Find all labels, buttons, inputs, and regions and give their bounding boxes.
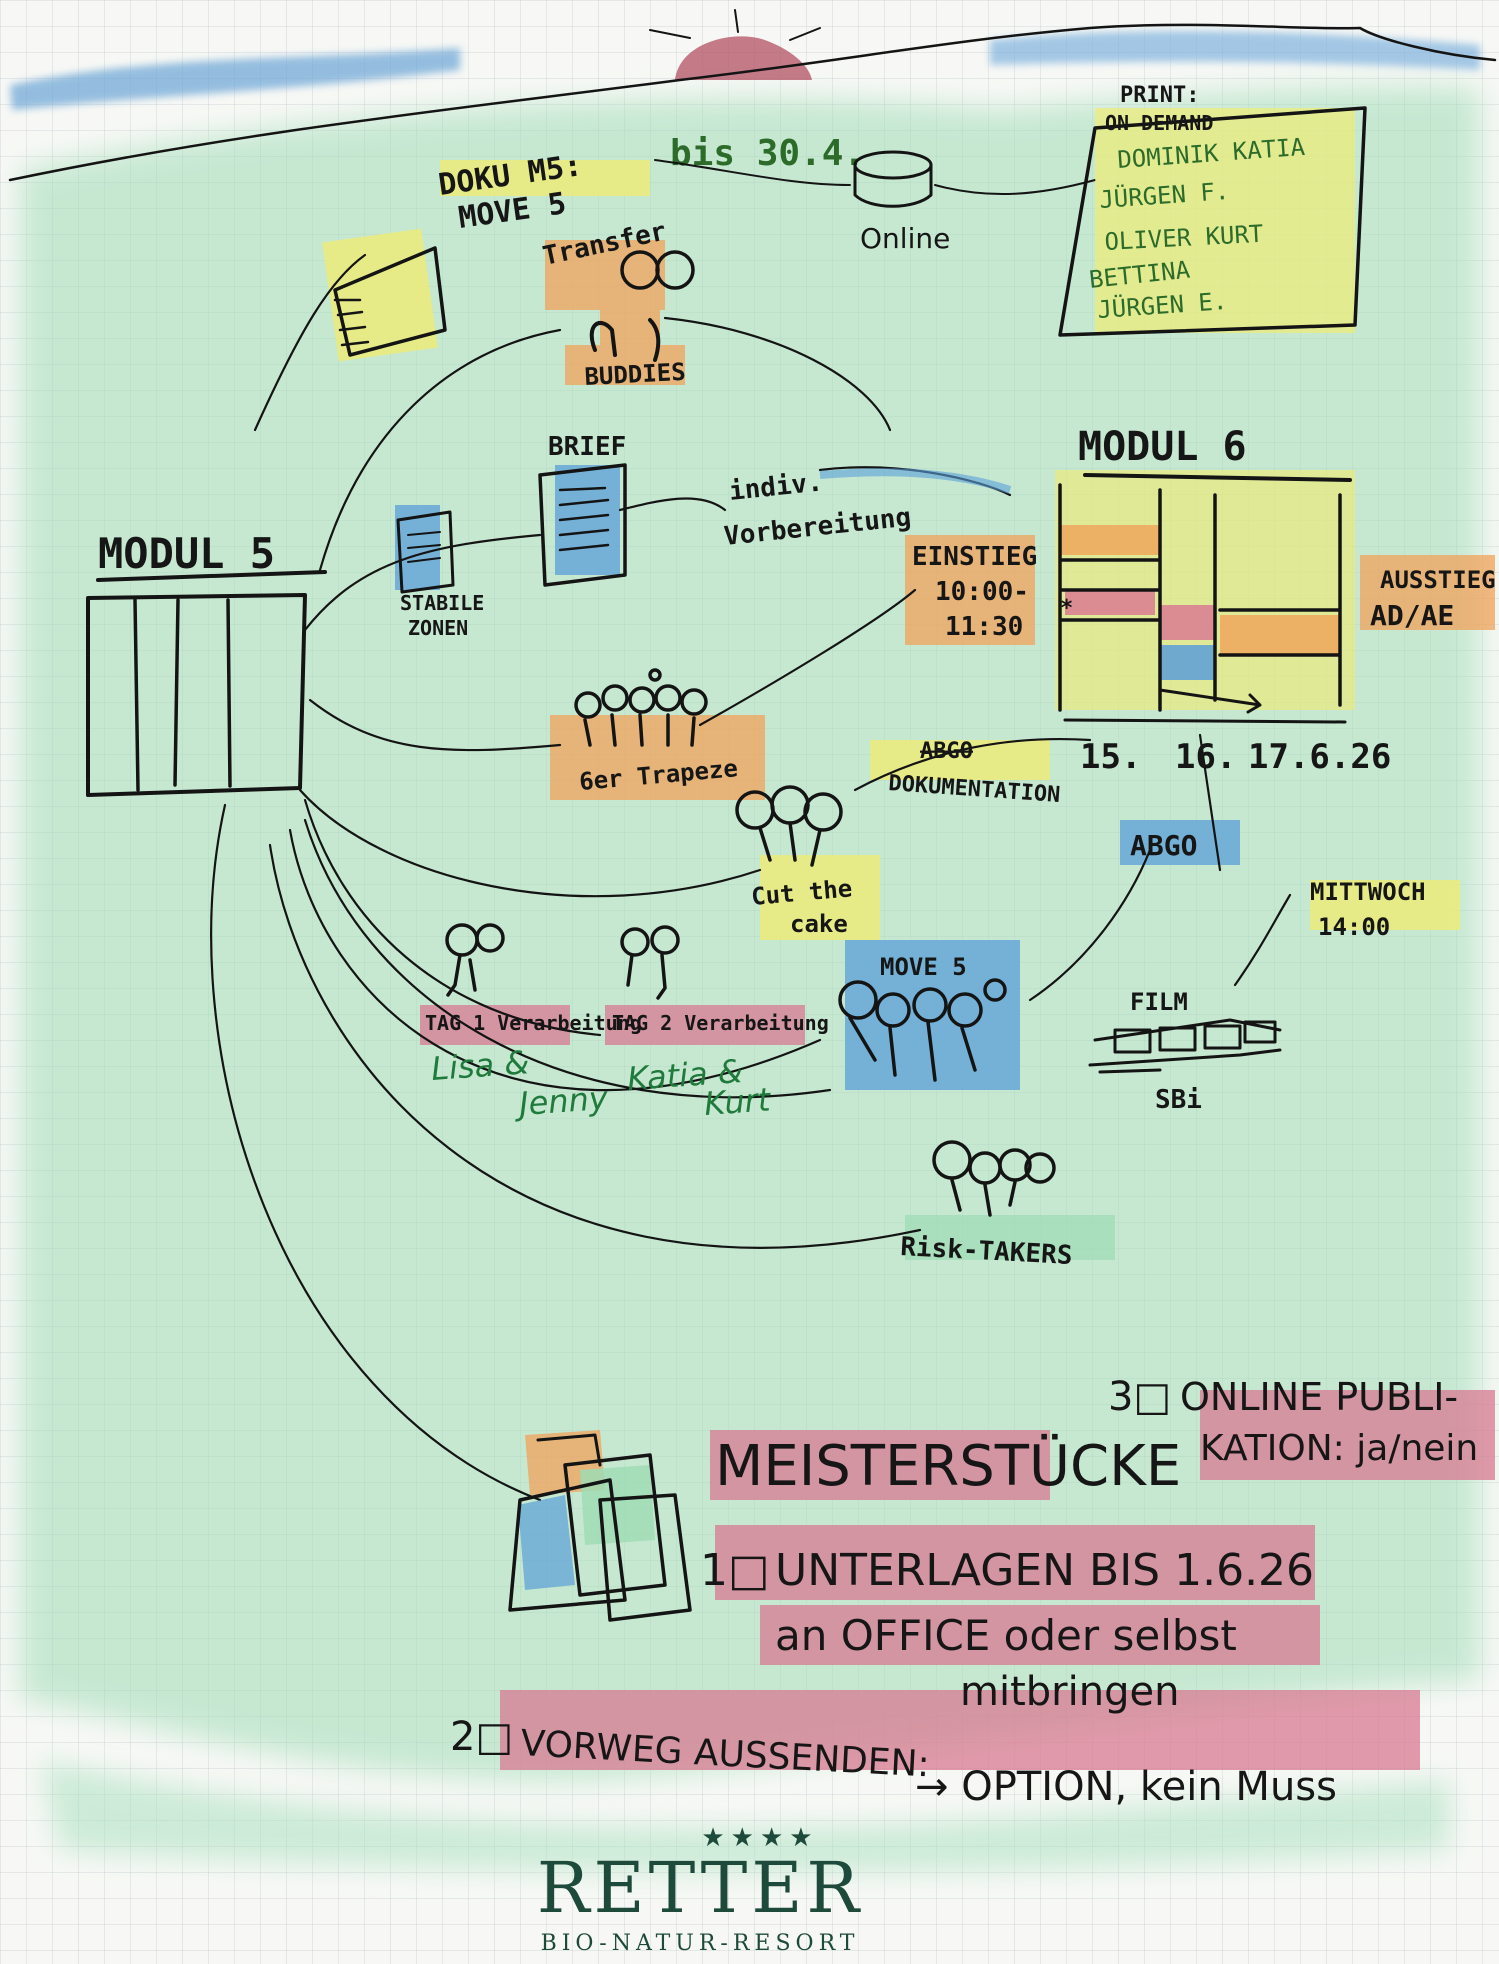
horizon-line — [8, 23, 1497, 182]
brief-node: BRIEF — [538, 432, 627, 587]
stabile-label: STABILE — [400, 591, 484, 615]
date-15: 15. — [1080, 737, 1141, 777]
einstieg-node: EINSTIEG 10:00- 11:30 — [912, 542, 1037, 642]
item1-number: 1□ — [700, 1545, 770, 1596]
print-subtitle: ON DEMAND — [1105, 111, 1213, 135]
logo-stars: ★★★★ — [701, 1823, 818, 1853]
abgo-struck-label: ABGO — [920, 739, 973, 764]
modul6-star: * — [1060, 596, 1073, 621]
item3-text-b: KATION: ja/nein — [1200, 1428, 1478, 1469]
meisterstuecke-title: MEISTERSTÜCKE — [715, 1434, 1181, 1499]
tag1-label: TAG 1 Verarbeitung — [425, 1011, 642, 1035]
document-top-icon — [333, 246, 447, 357]
online-label: Online — [860, 222, 950, 255]
item2-text-b: → OPTION, kein Muss — [915, 1764, 1337, 1810]
abgo-node: ABGO — [1130, 829, 1197, 862]
tag2-names-1: Katia & — [626, 1052, 744, 1098]
meisterstuecke-documents-icon — [508, 1430, 692, 1622]
item3-text-a: ONLINE PUBLI- — [1180, 1375, 1458, 1419]
meisterstuecke-section: MEISTERSTÜCKE 1□ UNTERLAGEN BIS 1.6.26 a… — [450, 1374, 1478, 1810]
item3-number: 3□ — [1108, 1374, 1171, 1420]
tag1-names-2: Jenny — [512, 1079, 610, 1124]
sky-wash — [10, 30, 1480, 110]
date-17: 17.6.26 — [1248, 737, 1391, 777]
abgo-label: ABGO — [1130, 829, 1197, 862]
print-title: PRINT: — [1120, 83, 1199, 108]
cut-the-cake-people-icon — [735, 785, 843, 867]
einstieg-time-1: 10:00- — [935, 577, 1029, 607]
item1-text-b: an OFFICE oder selbst — [775, 1611, 1237, 1660]
connector-brief-modul6 — [819, 468, 1012, 494]
tag1-people-icon — [445, 923, 505, 997]
tag1-names-1: Lisa & — [430, 1043, 531, 1088]
modul5-title: MODUL 5 — [98, 529, 275, 578]
modul6-block: MODUL 6 * 15. 16. 17.6.26 — [1058, 424, 1391, 777]
film-strip-icon — [1088, 1018, 1282, 1074]
people-group-icon — [574, 668, 708, 747]
connector-arcs — [210, 253, 1292, 1502]
buddies-node: BUDDIES — [584, 318, 686, 391]
move5-node: MOVE 5 — [838, 953, 1007, 1082]
retter-logo: ★★★★ RETTER BIO-NATUR-RESORT — [537, 1823, 863, 1956]
green-wash — [20, 86, 1480, 1873]
sbi-label: SBi — [1155, 1085, 1202, 1115]
tag2-names-2: Kurt — [703, 1080, 773, 1123]
zonen-label: ZONEN — [408, 616, 468, 640]
online-node: Online — [853, 150, 950, 255]
highlights — [322, 160, 1495, 1770]
sun-icon — [649, 9, 821, 80]
buddies-figures-icon — [589, 318, 661, 362]
deadline-label: bis 30.4. — [670, 133, 865, 174]
move5-people-icon — [838, 978, 1007, 1082]
ausstieg-code: AD/AE — [1370, 599, 1454, 632]
film-node: FILM SBi — [1088, 988, 1282, 1115]
logo-tagline: BIO-NATUR-RESORT — [541, 1931, 860, 1956]
ausstieg-node: AUSSTIEG AD/AE — [1370, 566, 1496, 632]
tag2-label: TAG 2 Verarbeitung — [612, 1011, 829, 1035]
buddies-label: BUDDIES — [584, 358, 686, 391]
tag2-people-icon — [620, 925, 680, 1000]
stabile-zonen-node: STABILE ZONEN — [396, 510, 484, 640]
item1-text-a: UNTERLAGEN BIS 1.6.26 — [775, 1545, 1314, 1596]
einstieg-label: EINSTIEG — [912, 542, 1037, 572]
modul5-block: MODUL 5 — [86, 529, 327, 797]
einstieg-time-2: 11:30 — [945, 612, 1023, 642]
cut-label-2: cake — [790, 910, 848, 938]
print-on-demand-box: PRINT: ON DEMAND DOMINIK KATIA JÜRGEN F.… — [1058, 83, 1367, 337]
brief-label: BRIEF — [548, 432, 626, 462]
ausstieg-label: AUSSTIEG — [1380, 566, 1496, 594]
move5-node-label: MOVE 5 — [880, 953, 967, 981]
modul6-title: MODUL 6 — [1078, 424, 1247, 470]
item2-number: 2□ — [450, 1714, 513, 1760]
item1-text-c: mitbringen — [960, 1669, 1179, 1715]
mittwoch-time: 14:00 — [1318, 913, 1390, 941]
date-16: 16. — [1175, 737, 1236, 777]
brief-document-icon — [538, 463, 627, 587]
film-label: FILM — [1130, 988, 1188, 1016]
mittwoch-node: MITTWOCH 14:00 — [1310, 878, 1426, 941]
risk-takers-people-icon — [932, 1140, 1056, 1217]
mittwoch-label: MITTWOCH — [1310, 878, 1426, 906]
stabile-zonen-document-icon — [396, 510, 455, 594]
logo-name: RETTER — [537, 1847, 863, 1929]
tag2-node: TAG 2 Verarbeitung Katia & Kurt — [612, 925, 829, 1123]
tag1-node: TAG 1 Verarbeitung Lisa & Jenny — [425, 923, 642, 1124]
connector-doku-online — [654, 159, 1096, 196]
